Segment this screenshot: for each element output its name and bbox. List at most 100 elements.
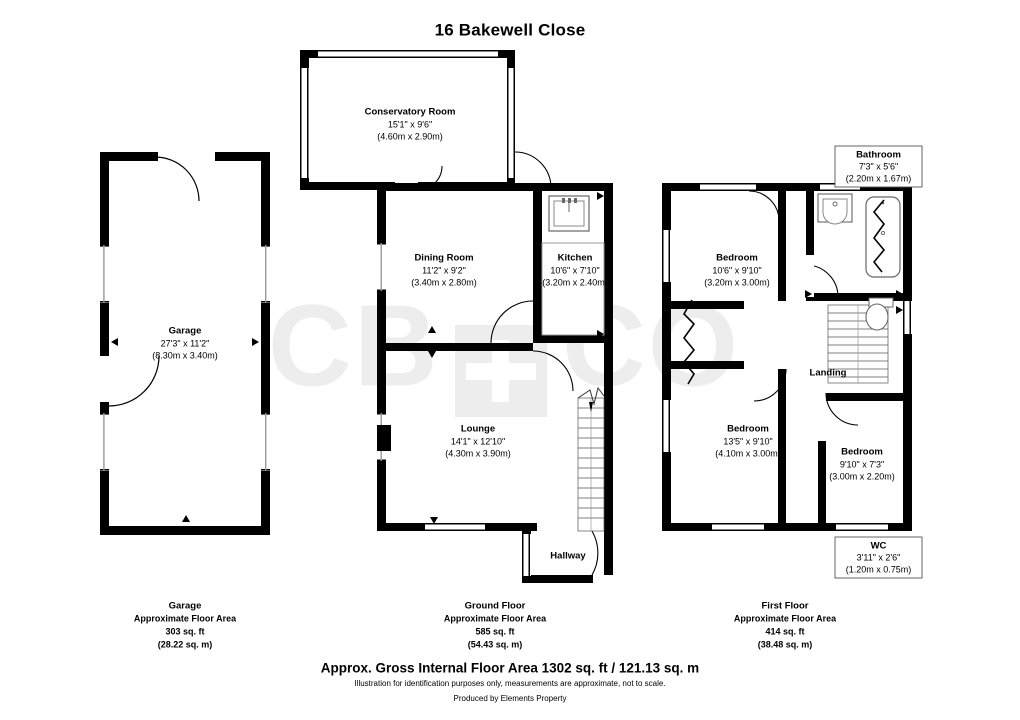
bedroom3-doorway <box>818 401 826 441</box>
first-wall-left <box>662 183 671 531</box>
conservatory-side-door-swing <box>514 151 552 189</box>
ground-dim-arrows <box>428 192 604 524</box>
bedroom1-label-name: Bedroom <box>716 253 758 264</box>
ground-wall-bottom-right <box>522 575 613 583</box>
first-wall-right <box>903 183 912 531</box>
lounge-label-imperial: 14'1" x 12'10" <box>451 436 505 446</box>
bathroom-doorway <box>806 255 814 297</box>
bedroom3-door-swing <box>825 392 859 426</box>
bathroom-label-metric: (2.20m x 1.67m) <box>846 173 912 183</box>
bedroom3-top-wall <box>826 393 912 401</box>
bedroom1-label-metric: (3.20m x 3.00m) <box>704 277 770 287</box>
kitchen-sink <box>548 195 590 232</box>
floor-area-first-name: First Floor <box>762 601 809 612</box>
lounge-label-metric: (4.30m x 3.90m) <box>445 448 511 458</box>
bedroom3-window-right <box>903 300 912 334</box>
bathroom-bottom-wall <box>806 293 912 301</box>
bathroom-label-imperial: 7'3" x 5'6" <box>859 161 898 171</box>
garage-wall-right <box>261 152 270 535</box>
ground-wall-left <box>377 183 386 531</box>
floor-area-ground-sqm: (54.43 sq. m) <box>468 639 523 649</box>
ground-stairs <box>577 386 605 532</box>
bedroom1-label-imperial: 10'6" x 9'10" <box>712 265 761 275</box>
garage-label-name: Garage <box>169 326 202 337</box>
lounge-label-name: Lounge <box>461 424 495 435</box>
gross-area-text: Approx. Gross Internal Floor Area 1302 s… <box>321 661 699 676</box>
garage-window-left-upper <box>100 245 109 303</box>
bedroom1-bottom-wall <box>671 301 786 309</box>
floor-area-garage-sqft: 303 sq. ft <box>165 626 204 636</box>
bedroom1-door-swing-a <box>748 190 780 222</box>
bedroom3-window-bottom <box>836 523 888 531</box>
bathroom-left-wall <box>806 191 814 301</box>
hallway-label: Hallway <box>550 551 586 562</box>
bedroom1-right-wall <box>778 191 786 309</box>
hall-divider-b <box>483 343 533 351</box>
dining-label-metric: (3.40m x 2.80m) <box>411 277 477 287</box>
garage-wall-left <box>100 152 109 535</box>
floor-area-first-caption: Approximate Floor Area <box>734 613 837 623</box>
page-title: 16 Bakewell Close <box>435 20 586 39</box>
ground-wall-right <box>604 183 613 583</box>
floor-area-ground: Ground Floor Approximate Floor Area 585 … <box>444 601 547 650</box>
ground-floor-block: Conservatory Room 15'1" x 9'6" (4.60m x … <box>300 50 613 583</box>
dining-window-left <box>377 243 386 291</box>
floor-area-ground-name: Ground Floor <box>465 601 526 612</box>
bedroom2-label-name: Bedroom <box>727 424 769 435</box>
conservatory-glazing <box>300 50 515 178</box>
bedroom3-left-wall <box>818 401 826 531</box>
wc-label-name: WC <box>871 541 887 552</box>
floor-area-garage: Garage Approximate Floor Area 303 sq. ft… <box>134 601 237 650</box>
dining-label-imperial: 11'2" x 9'2" <box>422 265 466 275</box>
disclaimer-text: Illustration for identification purposes… <box>354 679 665 688</box>
conservatory-label-metric: (4.60m x 2.90m) <box>377 131 443 141</box>
hallway-window-left <box>522 534 531 576</box>
kitchen-wall-left <box>533 183 542 343</box>
floor-area-garage-sqm: (28.22 sq. m) <box>158 639 213 649</box>
eaves-marker-right <box>872 199 886 273</box>
garage-side-door <box>100 355 160 407</box>
wc-toilet <box>865 297 894 331</box>
bathroom-bath <box>865 196 901 278</box>
floor-area-garage-caption: Approximate Floor Area <box>134 613 237 623</box>
bedroom2-doorway <box>744 361 786 369</box>
first-wall-top <box>662 183 912 191</box>
kitchen-worktop <box>541 242 605 336</box>
bedroom2-door-swing <box>753 368 787 402</box>
conservatory-label-name: Conservatory Room <box>365 107 456 118</box>
kitchen-label-metric: (3.20m x 2.40m) <box>542 277 608 287</box>
first-wall-bottom <box>662 523 912 531</box>
first-floor-block: Bedroom 10'6" x 9'10" (3.20m x 3.00m) Be… <box>662 145 923 579</box>
ground-wall-top-a <box>377 183 537 191</box>
bedroom2-top-wall <box>671 361 786 369</box>
bedroom2-label-imperial: 13'5" x 9'10" <box>723 436 772 446</box>
floor-area-first: First Floor Approximate Floor Area 414 s… <box>734 601 837 650</box>
hall-door-swing <box>532 350 574 392</box>
wc-label-metric: (1.20m x 0.75m) <box>846 564 912 574</box>
garage-wall-bottom <box>100 526 270 535</box>
garage-window-right-upper <box>261 245 270 303</box>
kitchen-label-imperial: 10'6" x 7'10" <box>550 265 599 275</box>
bedroom2-window-left <box>662 400 671 452</box>
lounge-chimney-breast <box>377 425 391 451</box>
garage-door-swing-top <box>154 156 200 202</box>
eaves-marker-left <box>682 299 696 385</box>
dining-lounge-divider <box>386 343 491 351</box>
garage-block: Garage 27'3" x 11'2" (8.30m x 3.40m) <box>100 152 270 535</box>
producer-text: Produced by Elements Property <box>454 694 567 703</box>
landing-label: Landing <box>810 368 847 379</box>
bedroom1-window-top <box>700 183 756 191</box>
bedroom2-label-metric: (4.10m x 3.00m) <box>715 448 781 458</box>
wc-label-imperial: 3'11" x 2'6" <box>857 552 901 562</box>
bathroom-label-name: Bathroom <box>856 150 901 161</box>
floor-area-ground-caption: Approximate Floor Area <box>444 613 547 623</box>
dining-label-name: Dining Room <box>414 253 473 264</box>
garage-window-right-lower <box>261 413 270 471</box>
kitchen-bottom-wall <box>533 335 613 343</box>
bedroom3-label-metric: (3.00m x 2.20m) <box>829 471 895 481</box>
wc-callout: WC 3'11" x 2'6" (1.20m x 0.75m) <box>834 536 923 579</box>
garage-door-jamb-a <box>155 152 158 161</box>
garage-dim-arrows <box>111 338 259 522</box>
first-dim-arrows <box>805 290 903 314</box>
